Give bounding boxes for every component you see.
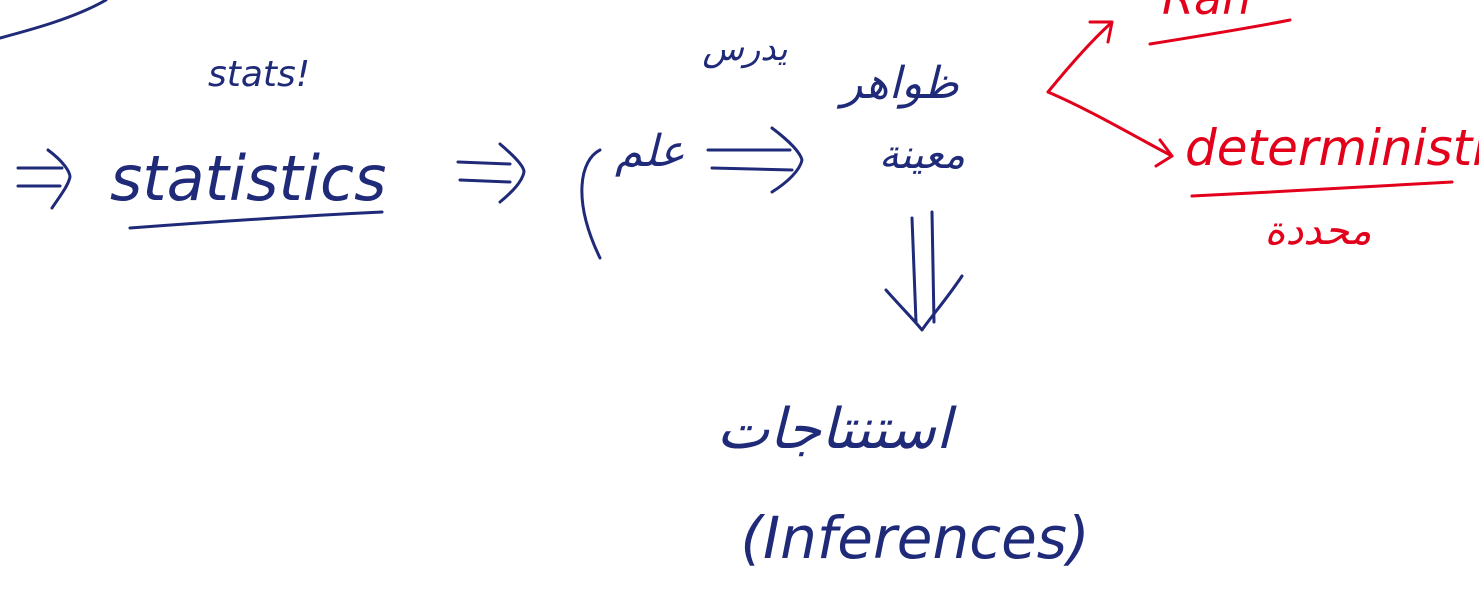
science-descender xyxy=(580,148,602,260)
random-underline xyxy=(1148,18,1292,46)
conclusions-word: استنتاجات xyxy=(717,397,957,462)
specific-word: معينة xyxy=(879,132,965,178)
top-left-arc xyxy=(0,0,108,40)
implies-arrow-3 xyxy=(706,126,804,194)
phenomena-word: ظواهر xyxy=(836,58,959,109)
inferences-word: (Inferences) xyxy=(740,504,1089,572)
statistics-word: statistics xyxy=(110,142,386,215)
studies-word: يدرس xyxy=(702,29,787,69)
deterministic-underline xyxy=(1190,180,1454,198)
statistics-gloss: stats! xyxy=(208,54,310,95)
down-arrow xyxy=(884,210,964,332)
determined-word: محددة xyxy=(1264,208,1371,254)
branch-arrows xyxy=(1046,20,1174,168)
statistics-underline xyxy=(128,210,384,230)
random-word: Ran xyxy=(1162,0,1251,25)
deterministic-word: deterministic xyxy=(1185,119,1479,177)
implies-arrow-1 xyxy=(16,148,72,210)
implies-arrow-2 xyxy=(456,142,526,204)
science-word: علم xyxy=(615,126,685,177)
